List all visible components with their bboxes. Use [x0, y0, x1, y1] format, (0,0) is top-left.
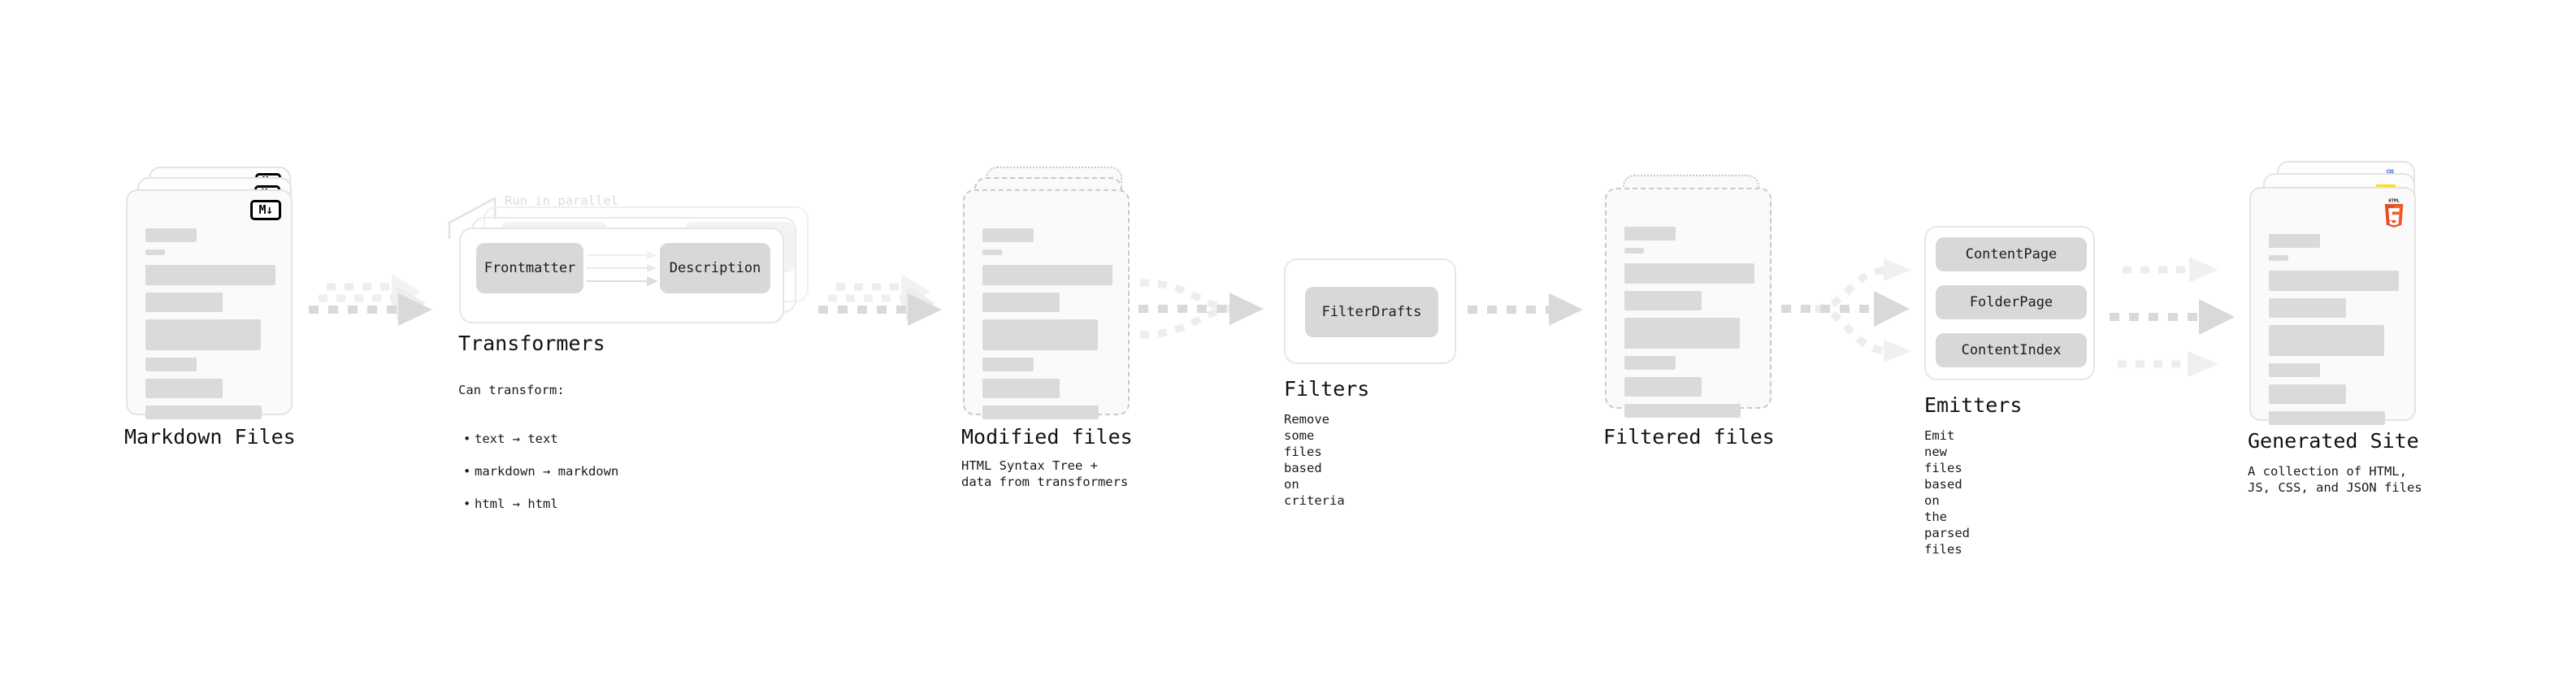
filtered-card-front — [1605, 188, 1772, 418]
stage-title-modified-files: Modified files — [961, 425, 1133, 449]
site-card-front: HTML — [2249, 187, 2416, 425]
transformer-pill-description[interactable]: Description — [660, 243, 770, 293]
emitter-pill-label: FolderPage — [1969, 294, 2053, 310]
arrow-emitters-to-site — [2110, 257, 2235, 377]
run-in-parallel-label: Run in parallel — [505, 193, 618, 208]
arrow-filters-to-filtered — [1468, 293, 1583, 326]
arrow-markdown-to-transformers — [309, 274, 432, 326]
arrow-filtered-to-emitters — [1781, 258, 1911, 362]
stage-caption-modified-files: HTML Syntax Tree + data from transformer… — [961, 458, 1129, 489]
filtered-file-stack — [1605, 175, 1780, 435]
stage-caption-filters: Remove some files based on criteria — [1284, 412, 1345, 508]
list-item: html → html — [458, 496, 618, 512]
stage-title-filtered-files: Filtered files — [1603, 425, 1775, 449]
stage-caption-generated-site: A collection of HTML, JS, CSS, and JSON … — [2248, 464, 2422, 495]
transformer-pill-label: Description — [669, 260, 761, 276]
transformer-internal-arrows — [587, 251, 658, 286]
stage-markdown-files: M↓ M↓ M↓ Markdown Fi — [124, 167, 301, 449]
doc-placeholder-lines — [2269, 234, 2399, 432]
markdown-icon: M↓ — [250, 200, 281, 220]
arrow-transformers-to-modified — [818, 274, 942, 326]
stage-title-filters: Filters — [1284, 377, 1370, 401]
doc-placeholder-lines — [982, 228, 1112, 427]
stage-title-markdown-files: Markdown Files — [124, 425, 296, 449]
transformer-box-front: Frontmatter Description — [459, 228, 784, 323]
caption-head: Can transform: — [458, 383, 565, 397]
modified-card-front — [963, 189, 1130, 419]
stage-title-transformers: Transformers — [458, 332, 605, 355]
markdown-card-front: M↓ — [126, 189, 293, 419]
emitter-pill-contentpage[interactable]: ContentPage — [1936, 237, 2087, 271]
filter-pill-label: FilterDrafts — [1321, 304, 1422, 320]
generated-site-stack: CSS HTML — [2249, 161, 2424, 437]
doc-placeholder-lines — [1624, 227, 1754, 425]
emitter-pill-label: ContentIndex — [1961, 342, 2062, 358]
markdown-file-stack: M↓ M↓ M↓ — [126, 167, 301, 427]
list-item: markdown → markdown — [458, 463, 618, 479]
transformer-pill-frontmatter[interactable]: Frontmatter — [476, 243, 583, 293]
stage-modified-files: Modified files HTML Syntax Tree + data f… — [961, 167, 1138, 489]
stage-caption-transformers: Can transform: text → text markdown → ma… — [458, 366, 618, 544]
modified-file-stack — [963, 167, 1138, 427]
stage-filtered-files: Filtered files — [1603, 175, 1780, 449]
html5-icon-wordmark: HTML — [2388, 199, 2400, 204]
stage-title-generated-site: Generated Site — [2248, 429, 2419, 453]
stage-title-emitters: Emitters — [1924, 393, 2023, 417]
transform-list: text → text markdown → markdown html → h… — [458, 414, 618, 528]
emitter-pill-folderpage[interactable]: FolderPage — [1936, 285, 2087, 319]
emitters-box: ContentPage FolderPage ContentIndex — [1924, 226, 2095, 380]
arrow-modified-to-filters — [1138, 279, 1264, 339]
stage-caption-emitters: Emit new files based on the parsed files — [1924, 428, 1970, 557]
list-item: text → text — [458, 431, 618, 447]
stage-generated-site: CSS HTML — [2248, 161, 2424, 495]
emitter-pill-label: ContentPage — [1965, 246, 2058, 262]
filters-box: FilterDrafts — [1284, 258, 1456, 364]
filter-pill-filterdrafts[interactable]: FilterDrafts — [1305, 287, 1438, 337]
emitter-pill-contentindex[interactable]: ContentIndex — [1936, 333, 2087, 367]
doc-placeholder-lines — [145, 228, 275, 427]
html5-icon: HTML — [2384, 199, 2404, 228]
transformer-pill-label: Frontmatter — [484, 260, 576, 276]
